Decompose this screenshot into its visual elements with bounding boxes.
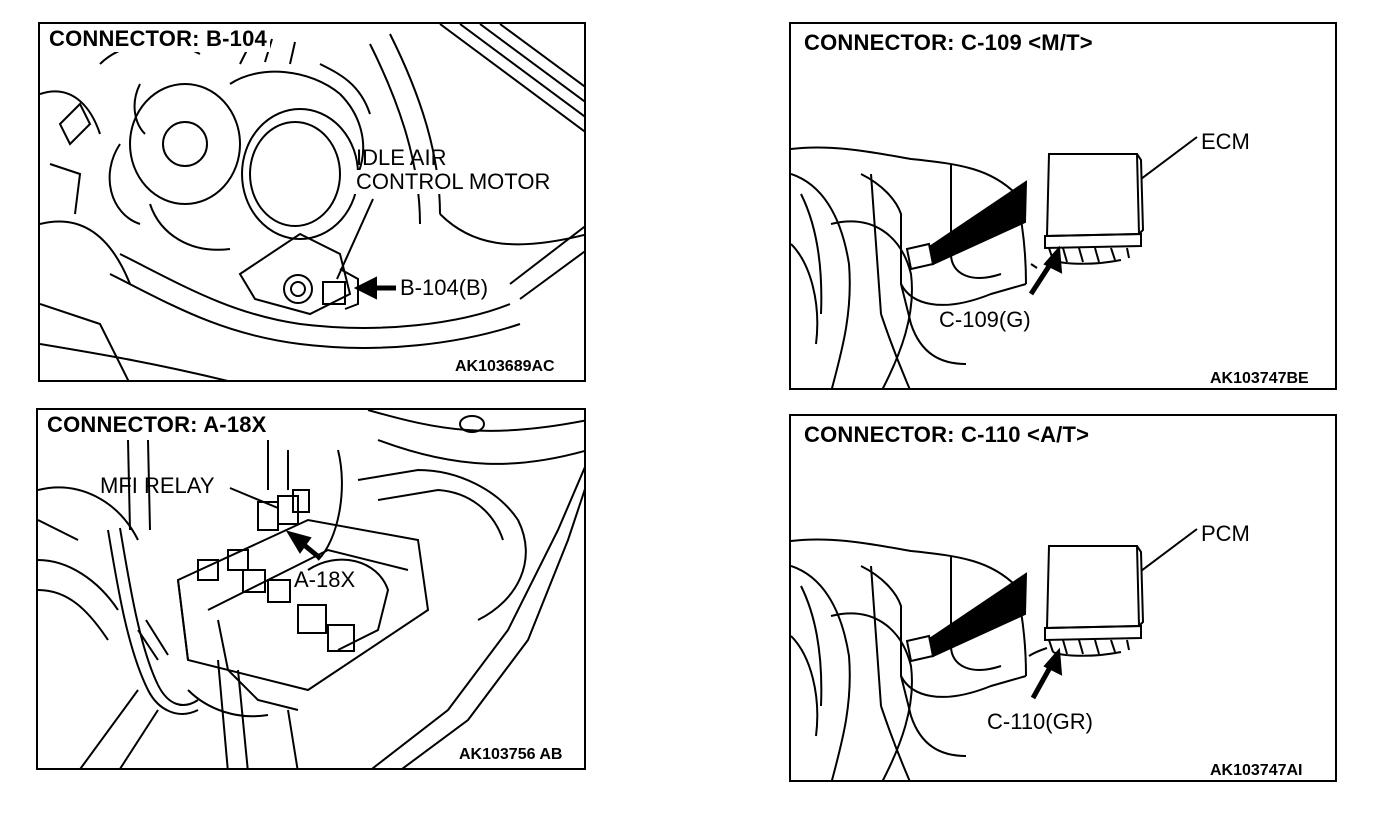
idle-air-control-motor-drawing bbox=[40, 24, 584, 380]
panel-connector-c110: CONNECTOR: C-110 <A/T> PCM C-110(GR) AK1… bbox=[789, 414, 1337, 782]
figure-code: AK103756 AB bbox=[456, 746, 566, 764]
figure-code: AK103747BE bbox=[1207, 370, 1312, 388]
panel-title: CONNECTOR: C-110 <A/T> bbox=[801, 422, 1093, 448]
connector-label: C-110(GR) bbox=[987, 709, 1093, 734]
component-label: MFI RELAY bbox=[100, 473, 215, 498]
panel-title: CONNECTOR: C-109 <M/T> bbox=[801, 30, 1096, 56]
ecm-drawing bbox=[791, 136, 1198, 388]
component-label-line2: CONTROL MOTOR bbox=[354, 169, 553, 194]
figure-code: AK103747AI bbox=[1207, 762, 1306, 780]
connector-label: A-18X bbox=[294, 567, 356, 592]
panel-title: CONNECTOR: B-104 bbox=[46, 26, 270, 52]
panel-connector-a18x: CONNECTOR: A-18X MFI RELAY A-18X AK10375… bbox=[36, 408, 586, 770]
panel-title: CONNECTOR: A-18X bbox=[44, 412, 270, 438]
component-label: ECM bbox=[1201, 129, 1250, 154]
figure-code: AK103689AC bbox=[452, 358, 558, 376]
pcm-drawing bbox=[791, 528, 1198, 780]
panel-connector-c109: CONNECTOR: C-109 <M/T> ECM C-109(G) AK10… bbox=[789, 22, 1337, 390]
component-label: PCM bbox=[1201, 521, 1250, 546]
component-label-line1: IDLE AIR bbox=[356, 145, 447, 170]
panel-connector-b104: CONNECTOR: B-104 IDLE AIR CONTROL MOTOR … bbox=[38, 22, 586, 382]
mfi-relay-drawing bbox=[38, 410, 584, 768]
connector-label: C-109(G) bbox=[939, 307, 1031, 332]
connector-label: B-104(B) bbox=[398, 275, 491, 300]
